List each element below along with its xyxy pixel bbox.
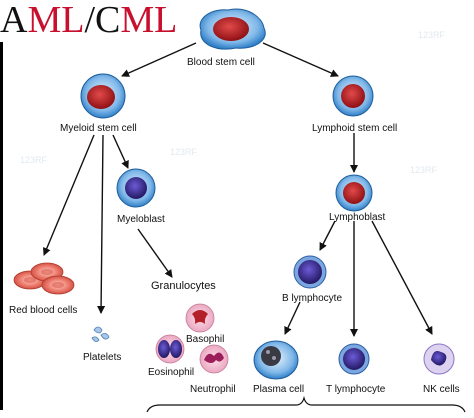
label-red-blood-cells: Red blood cells xyxy=(9,305,78,316)
arrow-lymphoblast-to-nk xyxy=(371,220,433,335)
label-nk-cells: NK cells xyxy=(423,384,460,395)
nk-cells-cell xyxy=(423,343,455,375)
arrow-b-to-plasma xyxy=(284,301,301,335)
basophil-cell xyxy=(185,303,215,333)
blood-stem-cell xyxy=(199,8,266,50)
title-c: C xyxy=(95,0,121,41)
arrow-myeloid-to-rbc xyxy=(43,134,95,256)
myeloid-stem-cell xyxy=(80,73,126,119)
arrow-myeloid-to-myeloblast xyxy=(112,134,129,169)
label-basophil: Basophil xyxy=(186,334,225,345)
label-plasma-cell: Plasma cell xyxy=(253,384,305,395)
arrow-lymphoblast-to-b xyxy=(319,220,336,251)
arrows xyxy=(43,42,433,337)
lymphoid-stem-cell xyxy=(332,75,374,117)
label-neutrophil: Neutrophil xyxy=(190,384,236,395)
label-platelets: Platelets xyxy=(83,352,122,363)
label-b-lymphocyte: B lymphocyte xyxy=(282,293,343,304)
watermark-4: 123RF xyxy=(20,155,48,165)
label-myeloblast: Myeloblast xyxy=(117,214,165,225)
title-a: A xyxy=(0,0,28,41)
label-t-lymphocyte: T lymphocyte xyxy=(326,384,386,395)
bottom-brace xyxy=(146,395,466,413)
label-myeloid-stem-cell: Myeloid stem cell xyxy=(60,123,137,134)
label-blood-stem-cell: Blood stem cell xyxy=(187,57,255,68)
plasma-cell xyxy=(253,340,299,380)
label-lymphoid-stem-cell: Lymphoid stem cell xyxy=(312,123,398,134)
b-lymphocyte-cell xyxy=(293,255,327,289)
neutrophil-cell xyxy=(199,344,229,374)
arrow-stem-to-lymphoid xyxy=(262,42,339,77)
t-lymphocyte-cell xyxy=(338,343,370,375)
platelets xyxy=(91,326,110,342)
watermark-1: 123RF xyxy=(418,30,446,40)
label-granulocytes: Granulocytes xyxy=(151,280,216,292)
arrow-stem-to-myeloid xyxy=(121,42,197,77)
red-blood-cells xyxy=(13,262,75,295)
watermark-3: 123RF xyxy=(410,165,438,175)
left-rule xyxy=(0,42,3,410)
lymphoblast-cell xyxy=(335,174,373,212)
title-ml-2: ML xyxy=(120,0,178,41)
eosinophil-cell xyxy=(155,334,185,364)
arrow-myeloid-to-platelets xyxy=(97,134,106,314)
title-slash: / xyxy=(84,0,96,41)
watermark-2: 123RF xyxy=(170,147,198,157)
page-title: AML/CML xyxy=(0,0,177,42)
label-eosinophil: Eosinophil xyxy=(148,367,195,378)
myeloblast-cell xyxy=(116,168,156,208)
label-lymphoblast: Lymphoblast xyxy=(329,212,386,223)
arrow-myeloblast-to-granulocytes xyxy=(137,228,173,278)
title-ml-1: ML xyxy=(27,0,85,41)
